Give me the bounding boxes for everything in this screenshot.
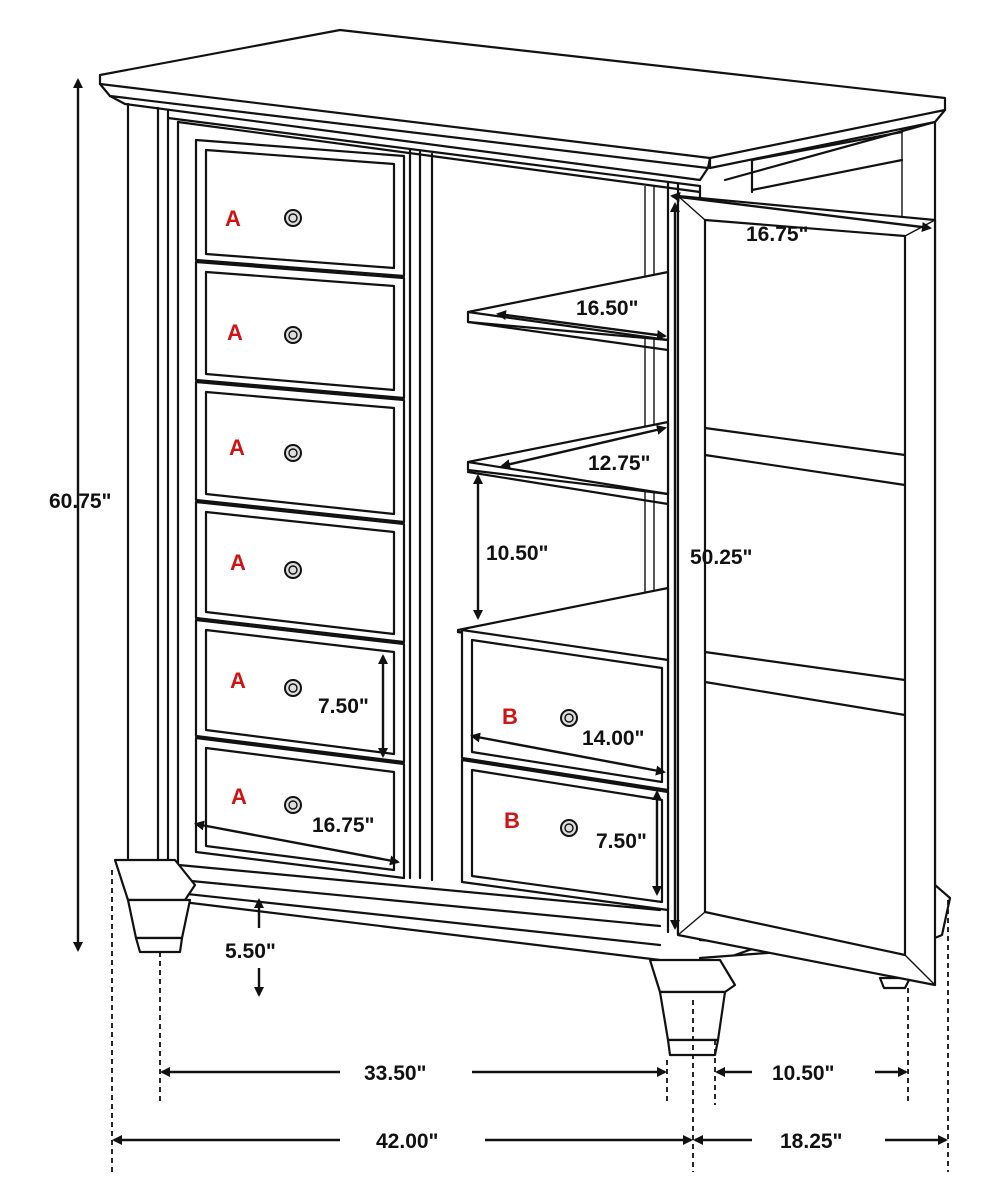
dim-shelf-depth: 16.50" (576, 297, 639, 320)
drawer-a5[interactable] (194, 618, 406, 764)
dim-line-drawer-a-width (194, 820, 400, 866)
dimension-labels: 60.75" 16.75" 16.50" 12.75" 10.50" 50.25… (49, 223, 843, 1153)
left-foot (113, 858, 197, 902)
right-foot (648, 958, 737, 994)
drawer-label-a5: A (230, 668, 246, 693)
dim-door-height: 50.25" (690, 546, 753, 569)
drawer-stack-b (460, 628, 670, 912)
dim-overall-depth: 18.25" (780, 1130, 843, 1153)
dim-line-shelf-depth (496, 310, 667, 340)
dim-clearance: 5.50" (225, 940, 276, 963)
drawer-label-a6: A (231, 784, 247, 809)
dim-overall-height: 60.75" (49, 490, 112, 513)
dim-inner-width: 33.50" (364, 1062, 427, 1085)
dim-drawer-a-width: 16.75" (312, 814, 375, 837)
dim-shelf-spacing: 10.50" (486, 542, 549, 565)
drawer-label-b2: B (504, 808, 520, 833)
open-door[interactable] (676, 194, 937, 987)
drawer-a2[interactable] (194, 260, 406, 400)
drawer-label-a3: A (229, 435, 245, 460)
dim-drawer-b-width: 14.00" (582, 727, 645, 750)
drawer-labels: A A A A A A B B (225, 206, 520, 833)
drawer-stack-a (194, 138, 406, 880)
drawer-label-a2: A (227, 320, 243, 345)
drawer-a1[interactable] (194, 138, 406, 278)
top-slab (98, 28, 947, 160)
dim-line-drawer-b-width (470, 732, 666, 776)
dim-line-door-width (670, 192, 932, 232)
dim-overall-width: 42.00" (376, 1130, 439, 1153)
drawer-label-a1: A (225, 206, 241, 231)
drawer-label-a4: A (230, 550, 246, 575)
dim-door-width: 16.75" (746, 223, 809, 246)
dim-drawer-b-height: 7.50" (596, 830, 647, 853)
dim-shelf-width: 12.75" (588, 452, 651, 475)
dim-inner-depth: 10.50" (772, 1062, 835, 1085)
drawer-a4[interactable] (194, 500, 406, 644)
drawer-a3[interactable] (194, 380, 406, 524)
dimension-lines (73, 78, 949, 1172)
dim-drawer-a-height: 7.50" (318, 695, 369, 718)
dim-line-shelf-width (500, 424, 667, 470)
drawer-b2[interactable] (460, 758, 670, 912)
drawer-label-b1: B (502, 704, 518, 729)
